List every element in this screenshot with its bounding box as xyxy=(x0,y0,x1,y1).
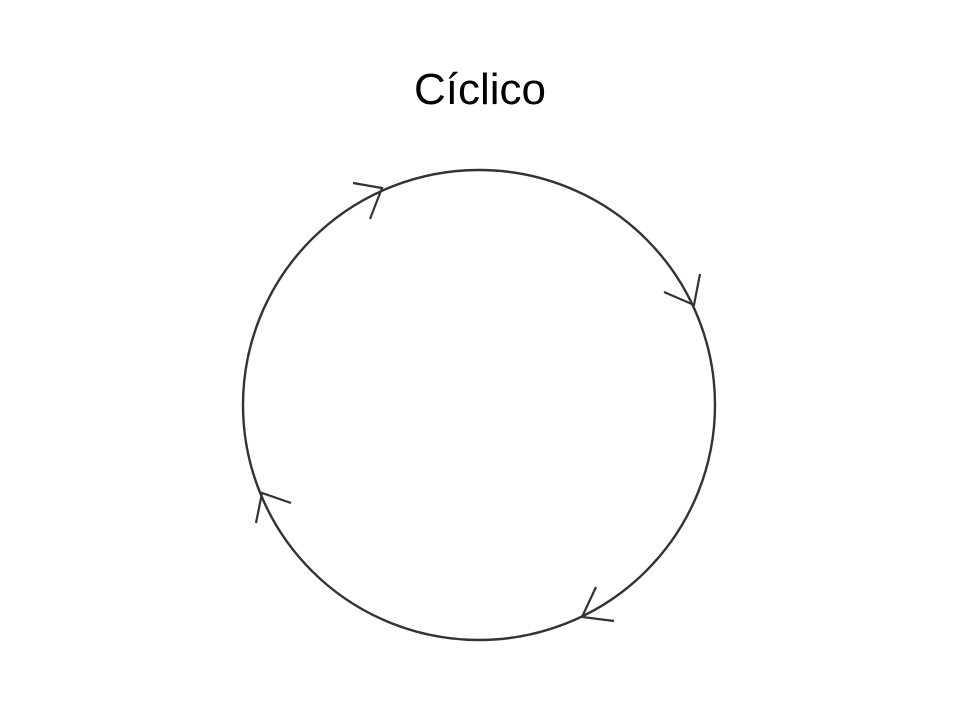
arrow-head-icon xyxy=(663,273,702,307)
page-title: Cíclico xyxy=(413,65,547,114)
arrow-head-icon xyxy=(580,586,615,623)
arrow-head-icon xyxy=(352,181,384,220)
arrow-head-icon xyxy=(254,491,292,524)
cycle-circle xyxy=(241,168,717,642)
